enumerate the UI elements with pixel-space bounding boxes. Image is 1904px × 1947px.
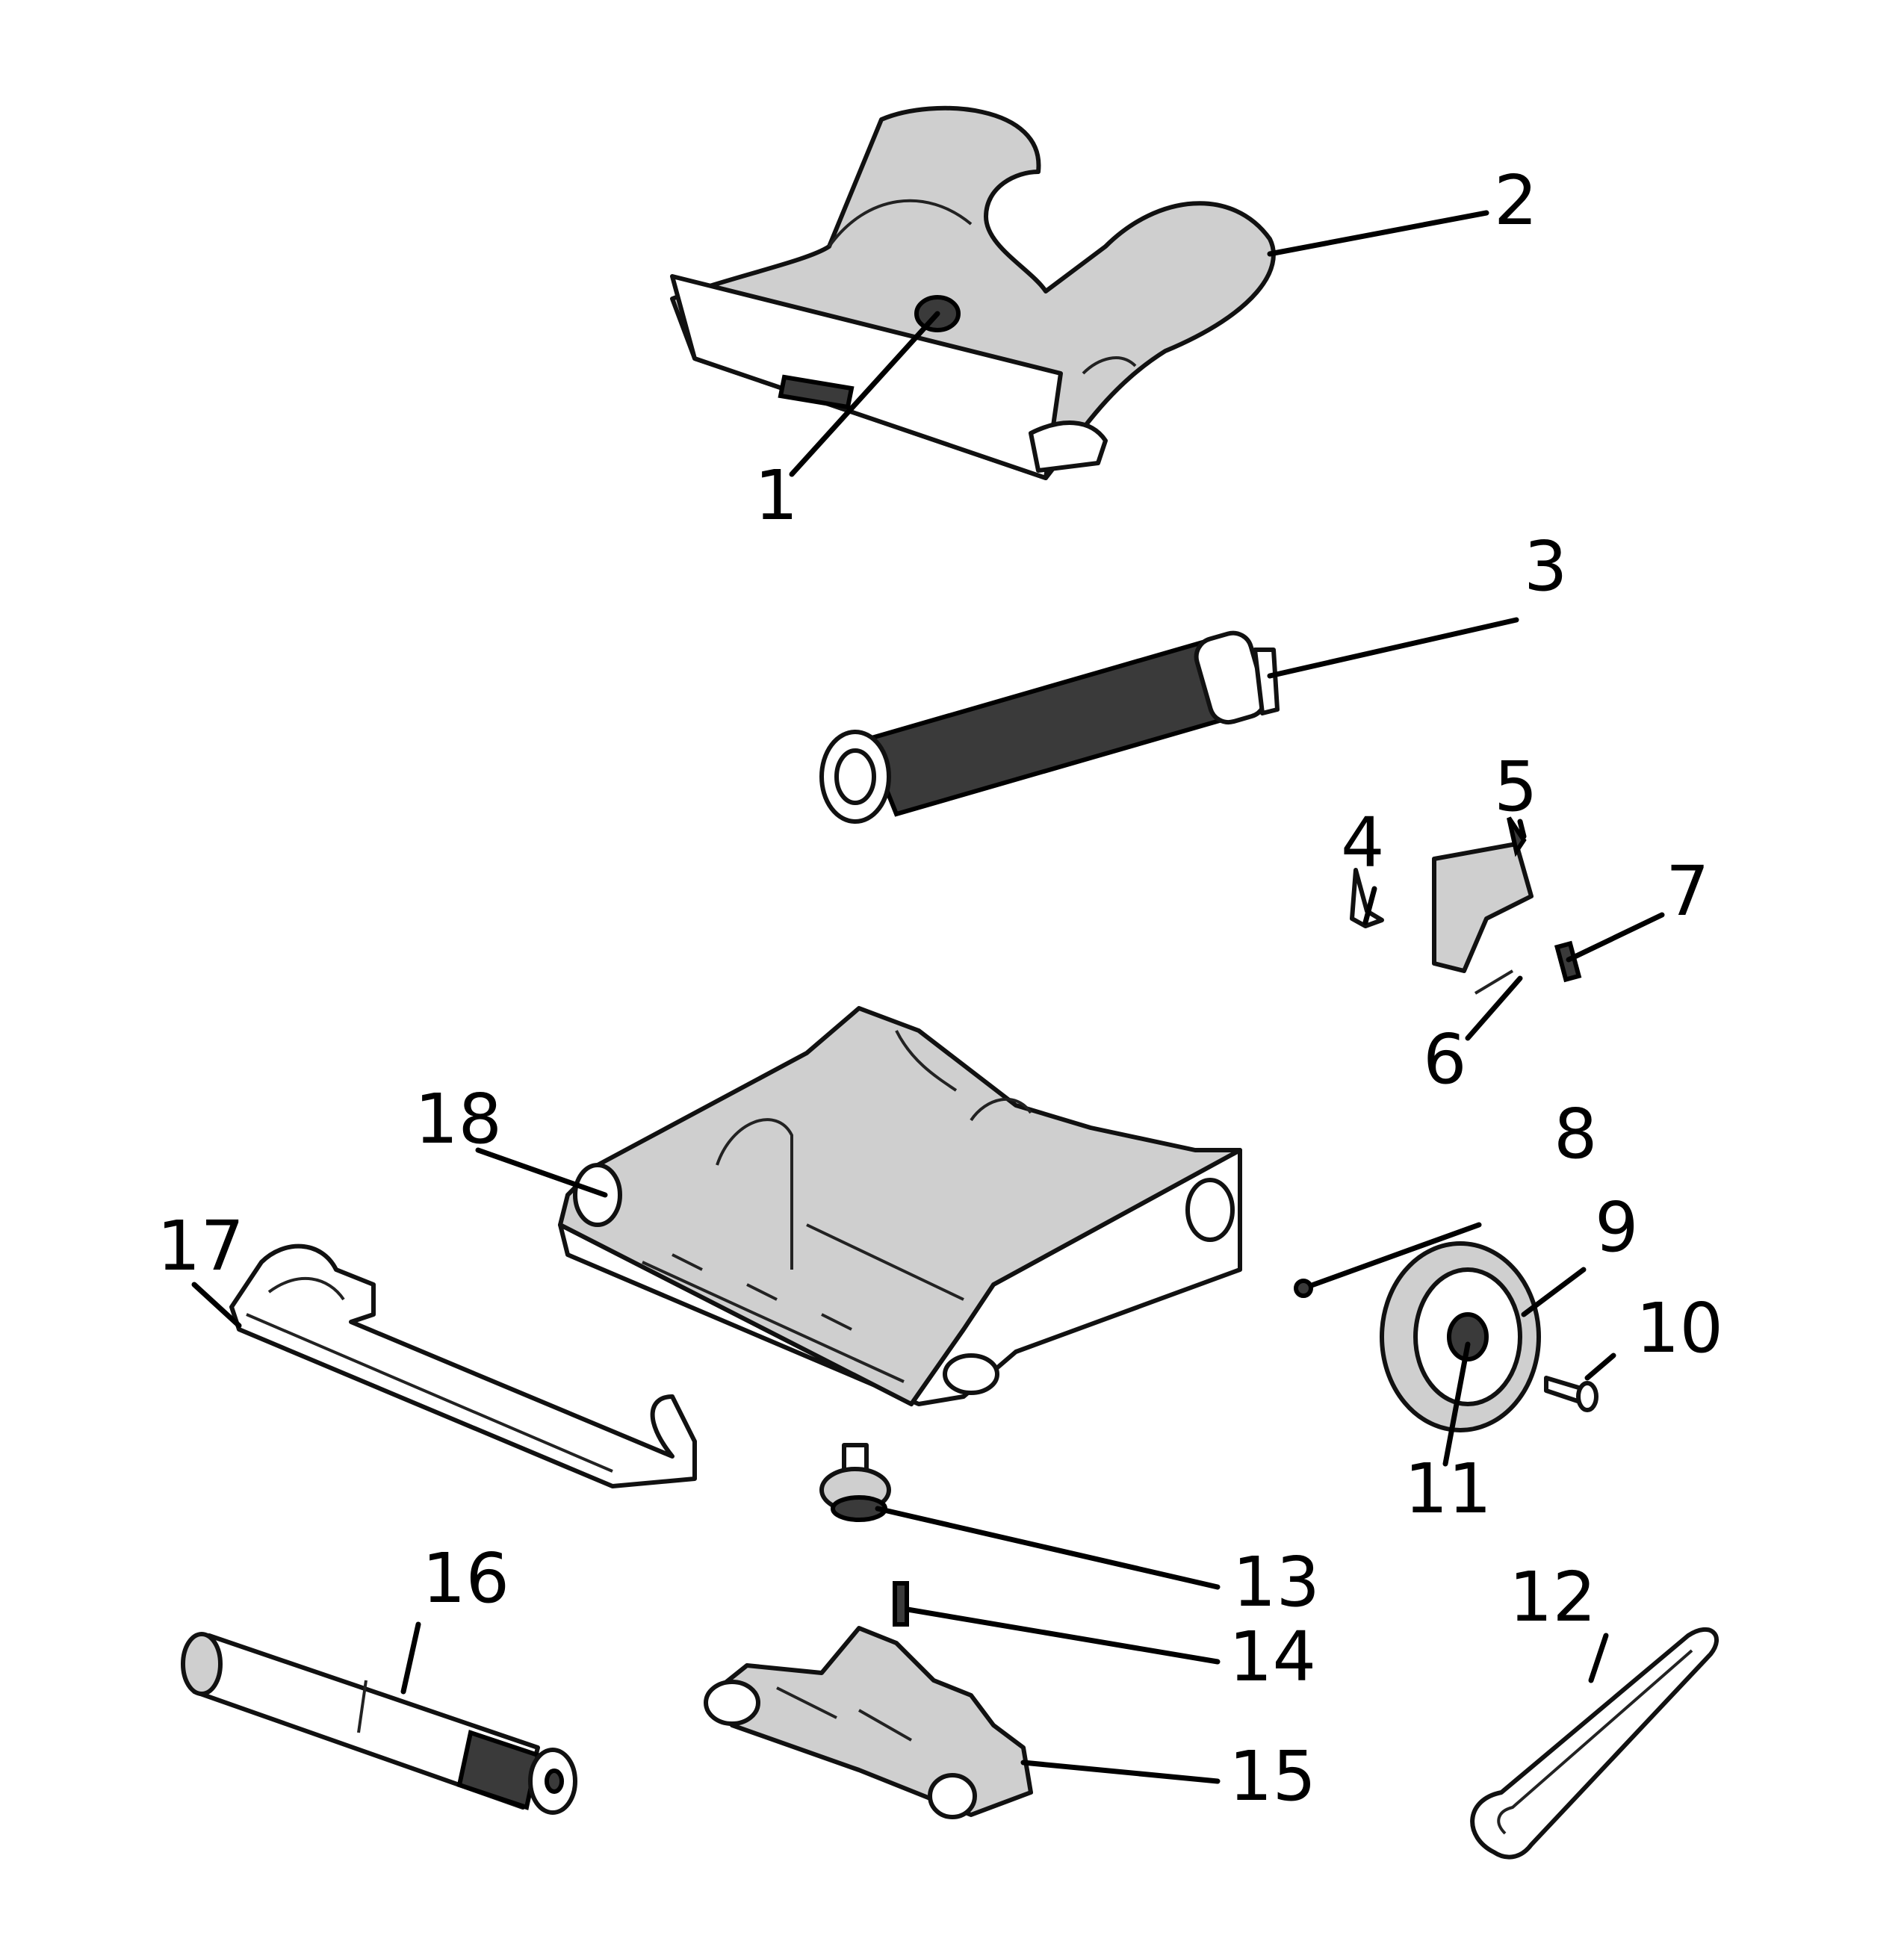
leader-16 [400,1621,421,1695]
leader-9 [1521,1267,1587,1317]
callout-4: 4 [1341,803,1385,883]
part-screw [1544,1376,1598,1412]
leader-7 [1566,912,1665,963]
leader-1 [789,311,940,477]
leader-10 [1584,1353,1616,1381]
part-cradle [704,1626,1033,1819]
part-bumper [229,1243,697,1488]
callout-8: 8 [1554,1094,1598,1174]
callout-17: 17 [157,1206,244,1286]
callout-15: 15 [1229,1736,1316,1816]
callout-12: 12 [1509,1557,1596,1637]
leader-5 [1517,819,1527,839]
part-small-clips [1350,816,1582,995]
leader-4 [1362,886,1377,925]
callout-13: 13 [1232,1542,1320,1622]
leader-17 [191,1282,242,1329]
callout-1: 1 [754,456,798,535]
part-swivel-post [819,1443,891,1522]
callout-11: 11 [1404,1449,1492,1529]
callout-9: 9 [1595,1187,1639,1267]
leader-6 [1465,975,1523,1041]
part-belt [1470,1627,1719,1860]
leader-13 [875,1506,1221,1590]
part-base-housing [558,1006,1242,1406]
wheel-hub [1447,1312,1489,1361]
part-hood-cover [670,105,1276,480]
callout-numbers: 1 2 3 4 5 6 7 8 9 10 11 12 13 14 15 16 1… [157,161,1723,1816]
callout-5: 5 [1494,747,1538,827]
part-hose [819,630,1280,824]
callout-10: 10 [1636,1288,1723,1368]
part-brushroll [181,1632,577,1815]
leader-14 [905,1606,1221,1665]
callout-6: 6 [1423,1019,1467,1099]
leader-12 [1588,1633,1609,1683]
callout-7: 7 [1666,851,1710,931]
leader-18 [475,1147,608,1198]
leader-15 [1020,1760,1221,1784]
callout-14: 14 [1229,1617,1316,1697]
leader-2 [1267,210,1489,257]
callout-16: 16 [422,1538,509,1618]
part-wheel [1380,1241,1541,1432]
callout-3: 3 [1524,527,1568,606]
part-spring [893,1581,909,1627]
callout-18: 18 [415,1079,502,1159]
callout-2: 2 [1494,161,1538,240]
leader-11 [1442,1341,1471,1467]
leader-lines [191,210,1665,1784]
leader-3 [1267,617,1519,679]
part-axle-rod [1294,1222,1482,1298]
